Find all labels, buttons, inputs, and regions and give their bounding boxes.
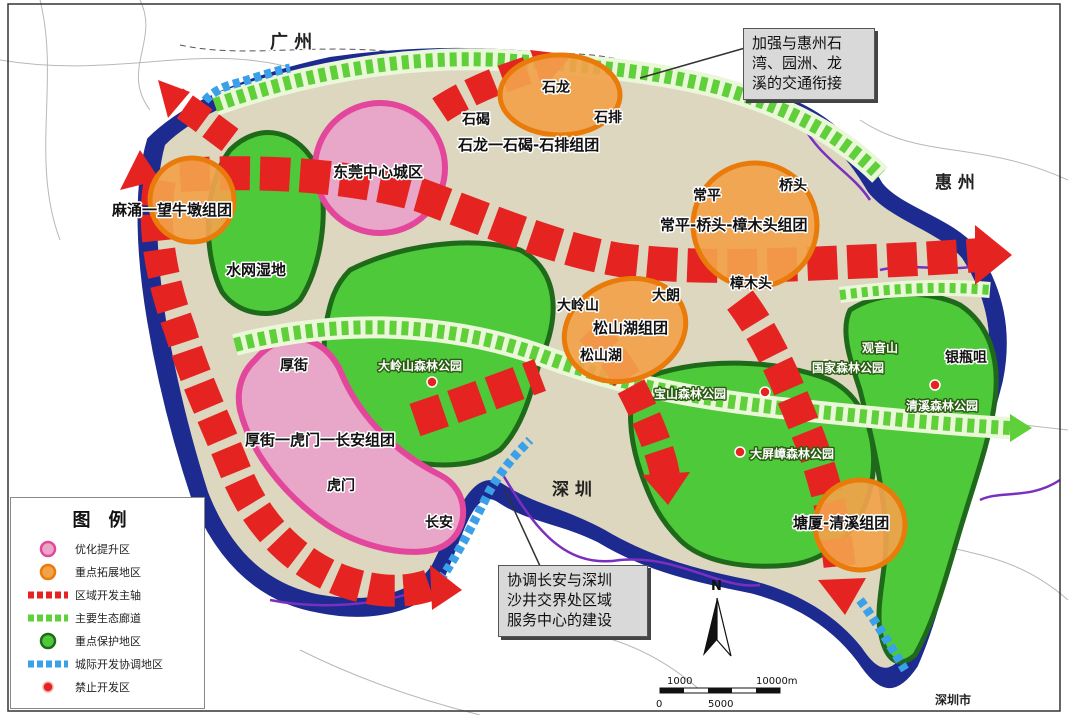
- label-shilong-group: 石龙一石碣-石排组团: [457, 136, 599, 154]
- scale-label-10000: 10000m: [756, 676, 798, 687]
- label-humen: 虎门: [327, 477, 355, 494]
- map-frame: [7, 3, 1061, 712]
- legend-item-coordination: 城际开发协调地区: [27, 653, 163, 675]
- legend-label: 区域开发主轴: [75, 589, 141, 602]
- legend-label: 重点保护地区: [75, 635, 141, 648]
- region-shenzhen: 深 圳: [552, 479, 592, 500]
- prohibited-dot: [426, 376, 438, 388]
- callout-shenzhen-link: 协调长安与深圳 沙井交界处区域 服务中心的建设: [498, 565, 648, 637]
- pink-circle-icon: [27, 540, 69, 558]
- legend-label: 优化提升区: [75, 543, 130, 556]
- protected-area-guanyinshan: [843, 291, 999, 665]
- scale-bar: 1000 10000m 0 5000: [656, 676, 798, 710]
- legend-item-protected: 重点保护地区: [27, 630, 141, 652]
- label-guojia-forest: 国家森林公园: [812, 360, 884, 375]
- label-shijie: 石碣: [461, 112, 490, 128]
- expansion-zone-tangxia: [812, 477, 908, 573]
- development-axis-northwest: [158, 80, 239, 152]
- label-dongguan-center: 东莞中心城区: [333, 163, 423, 181]
- label-qingxi-forest: 清溪森林公园: [906, 398, 978, 413]
- admin-boundary: [979, 478, 1061, 502]
- label-baoshan-forest: 宝山森林公园: [654, 386, 726, 401]
- legend-item-expansion: 重点拓展地区: [27, 561, 141, 583]
- blue-dash-icon: [27, 656, 69, 672]
- legend-title: 图例: [72, 510, 145, 531]
- green-circle-icon: [27, 632, 69, 650]
- development-axis-central: [409, 359, 546, 437]
- label-tangxia-group: 塘厦-清溪组团: [793, 514, 889, 532]
- label-changan: 长安: [425, 514, 453, 531]
- label-songshanhu: 松山湖: [580, 347, 622, 364]
- legend-label: 城际开发协调地区: [75, 658, 163, 671]
- legend-item-optimization: 优化提升区: [27, 538, 130, 560]
- label-qiaotou: 桥头: [779, 177, 807, 194]
- callout-line: 服务中心的建设: [507, 611, 613, 629]
- development-axis-northeast: [178, 156, 1012, 285]
- legend-label: 禁止开发区: [75, 681, 130, 694]
- label-shuiwang: 水网湿地: [226, 261, 286, 279]
- callout-line: 加强与惠州石: [752, 34, 843, 52]
- green-dash-icon: [27, 610, 69, 626]
- label-houjie: 厚街: [280, 357, 308, 374]
- label-songshanhu-group: 松山湖组团: [593, 319, 668, 337]
- prohibited-dot: [759, 386, 771, 398]
- orange-circle-icon: [27, 563, 69, 581]
- expansion-zone-changping: [690, 160, 820, 290]
- legend-item-prohibited: 禁止开发区: [27, 676, 130, 698]
- expansion-zone-songshanhu: [561, 275, 689, 385]
- prohibited-dot: [820, 359, 832, 371]
- callout-leader-huizhou: [639, 47, 746, 79]
- prohibited-points: [426, 359, 941, 458]
- callout-line: 沙井交界处区域: [507, 591, 613, 609]
- expansion-zone-mayong: [147, 155, 237, 245]
- label-dalang: 大朗: [652, 287, 680, 304]
- callout-huizhou-link: 加强与惠州石 湾、园洲、龙 溪的交通衔接: [743, 28, 875, 100]
- label-yinpingzui: 银瓶咀: [945, 349, 987, 366]
- region-guangzhou: 广 州: [270, 31, 312, 53]
- scale-label-5000: 5000: [708, 699, 733, 710]
- red-dot-icon: [27, 679, 69, 695]
- region-huizhou: 惠 州: [935, 172, 975, 193]
- legend-label: 重点拓展地区: [75, 566, 141, 579]
- expansion-zone-shilong: [497, 52, 623, 138]
- north-arrow-label: N: [711, 579, 722, 594]
- legend-label: 主要生态廊道: [75, 612, 141, 625]
- prohibited-dot: [929, 379, 941, 391]
- scale-label-0: 0: [656, 699, 662, 710]
- ecological-corridor-east: [839, 279, 991, 303]
- callout-leader-shenzhen: [504, 489, 541, 567]
- north-arrow: N: [703, 579, 732, 657]
- label-dalingshan: 大岭山: [557, 297, 599, 314]
- development-axis-south: [579, 319, 690, 505]
- region-shenzhen-city: 深圳市: [935, 692, 971, 707]
- optimization-area-houjie: [235, 335, 467, 555]
- label-changping-group: 常平-桥头-樟木头组团: [660, 216, 807, 234]
- label-changping: 常平: [693, 187, 721, 204]
- prohibited-dot: [734, 446, 746, 458]
- label-guanyinshan: 观音山: [862, 340, 898, 355]
- scale-label-1000: 1000: [667, 676, 692, 687]
- label-dalingshan-forest: 大岭山森林公园: [378, 358, 462, 373]
- label-mayong: 麻涌一望牛墩组团: [111, 201, 232, 219]
- callout-line: 溪的交通衔接: [752, 74, 843, 92]
- callout-line: 湾、园洲、龙: [752, 54, 843, 72]
- legend-item-corridor: 主要生态廊道: [27, 607, 141, 629]
- legend-item-axis: 区域开发主轴: [27, 584, 141, 606]
- development-axis-west: [120, 150, 462, 610]
- label-houjie-group: 厚街一虎门一长安组团: [245, 431, 395, 449]
- admin-boundary: [498, 469, 761, 587]
- red-dash-icon: [27, 587, 69, 603]
- callout-line: 协调长安与深圳: [507, 571, 613, 589]
- legend: 图例 优化提升区 重点拓展地区 区域开发主轴 主要生态廊道 重点保护地区: [10, 497, 205, 709]
- label-zhangmutou: 樟木头: [730, 275, 772, 292]
- label-shipai: 石排: [593, 109, 622, 126]
- label-dapingzhang-forest: 大屏嶂森林公园: [750, 446, 834, 461]
- label-shilong: 石龙: [541, 79, 570, 96]
